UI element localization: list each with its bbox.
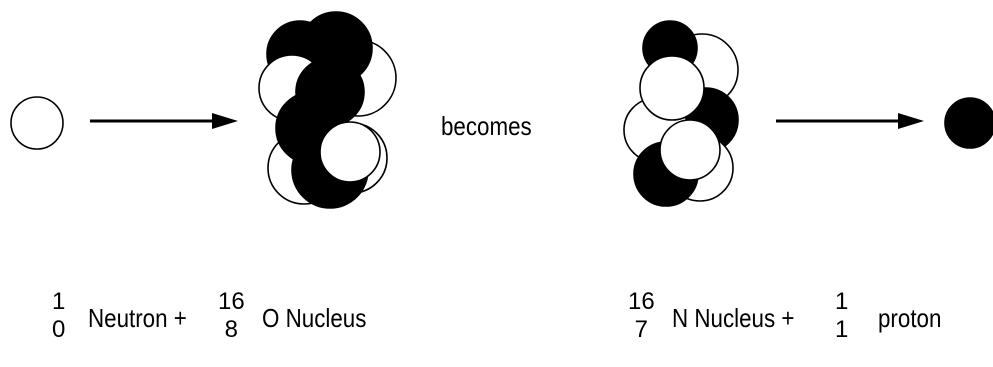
oxygen-atomic-number: 8: [225, 318, 238, 342]
neutron-notation: 1 0: [52, 290, 65, 342]
oxygen-mass-number: 16: [218, 290, 245, 314]
becomes-label: becomes: [441, 113, 532, 139]
proton-notation: 1 1: [835, 290, 848, 342]
oxygen-nucleus-label: O Nucleus: [262, 305, 366, 331]
nitrogen-atomic-number: 7: [635, 318, 648, 342]
arrow-icon: [776, 113, 924, 129]
proton-icon: [945, 98, 993, 148]
nitrogen-mass-number: 16: [628, 290, 655, 314]
arrow-icon: [90, 113, 238, 129]
proton-label: proton: [878, 305, 941, 331]
oxygen-nucleus-icon: [259, 12, 396, 208]
nitrogen-notation: 16 7: [628, 290, 655, 342]
nitrogen-nucleus-icon: [624, 21, 738, 206]
nitrogen-nucleus-label: N Nucleus +: [672, 305, 794, 331]
neutron-atomic-number: 0: [52, 318, 65, 342]
proton-atomic-number: 1: [835, 318, 848, 342]
neutron-label: Neutron +: [88, 305, 187, 331]
neutron-mass-number: 1: [52, 290, 65, 314]
proton-mass-number: 1: [835, 290, 848, 314]
neutron-icon: [11, 97, 63, 149]
oxygen-notation: 16 8: [218, 290, 245, 342]
